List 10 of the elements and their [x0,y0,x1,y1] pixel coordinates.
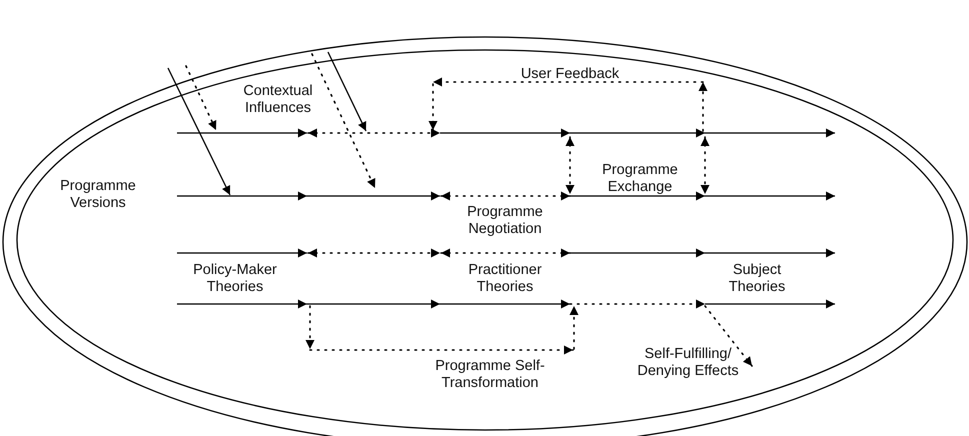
concept-label: Programme Exchange [601,162,679,196]
concept-label: Contextual Influences [242,83,314,117]
concept-label: Programme Self-Transformation [434,358,546,392]
concept-label: Practitioner Theories [467,262,543,296]
concept-label: Self-Fulfilling/ Denying Effects [636,346,740,380]
concept-label: Policy-Maker Theories [192,262,278,296]
concept-label: User Feedback [520,66,620,83]
concept-label: Programme Negotiation [466,204,544,238]
concept-label: Subject Theories [728,262,786,296]
concept-label: Programme Versions [59,178,137,212]
